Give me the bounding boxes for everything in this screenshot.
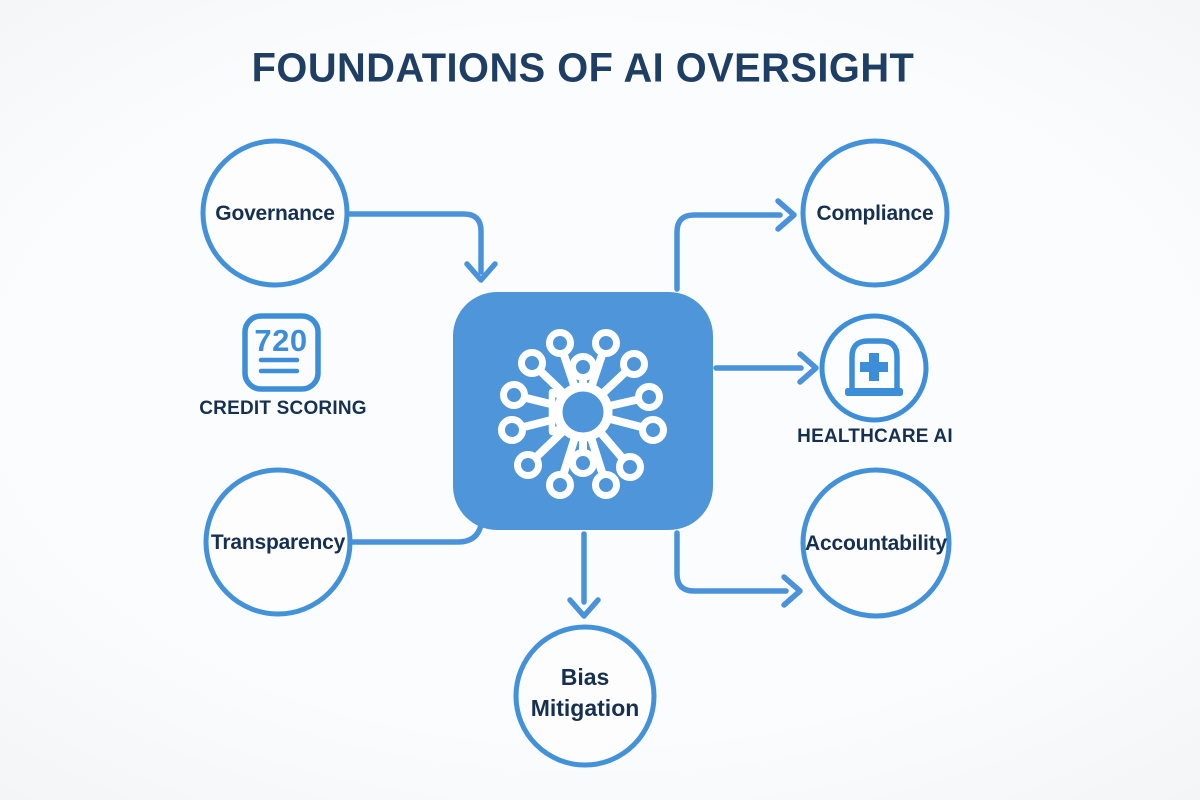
transparency-label: Transparency xyxy=(210,531,346,554)
arrowhead-down-bias-icon xyxy=(567,597,601,619)
accountability-label: Accountability xyxy=(805,532,947,555)
bias-mitigation-label: Bias Mitigation xyxy=(530,664,640,721)
compliance-label: Compliance xyxy=(816,202,934,225)
transparency-node-circle xyxy=(203,467,353,617)
credit-score-value: 720 xyxy=(254,323,308,358)
bias-mitigation-node-circle xyxy=(513,624,657,768)
arrowhead-right-accountability-icon xyxy=(781,574,803,608)
connector-governance-to-hub xyxy=(347,211,484,275)
page-title: FOUNDATIONS OF AI OVERSIGHT xyxy=(251,44,915,91)
hospital-cross-icon xyxy=(819,313,929,423)
arrowhead-right-compliance-icon xyxy=(775,198,797,232)
governance-label: Governance xyxy=(215,202,335,225)
score-report-icon xyxy=(242,313,321,392)
connector-hub-to-accountability xyxy=(674,530,789,594)
arrowhead-right-healthcare-icon xyxy=(797,351,819,385)
connector-hub-to-compliance xyxy=(674,212,783,292)
governance-node-circle xyxy=(200,138,350,288)
connector-lines xyxy=(347,198,819,619)
compliance-node-circle xyxy=(800,138,950,288)
connector-transparency-to-hub xyxy=(349,522,484,545)
healthcare-ai-caption: HEALTHCARE AI xyxy=(797,426,953,447)
credit-scoring-caption: CREDIT SCORING xyxy=(199,398,367,419)
arrowhead-down-governance-icon xyxy=(464,261,498,283)
accountability-node-circle xyxy=(800,467,952,619)
ai-network-hub-icon xyxy=(498,329,667,499)
